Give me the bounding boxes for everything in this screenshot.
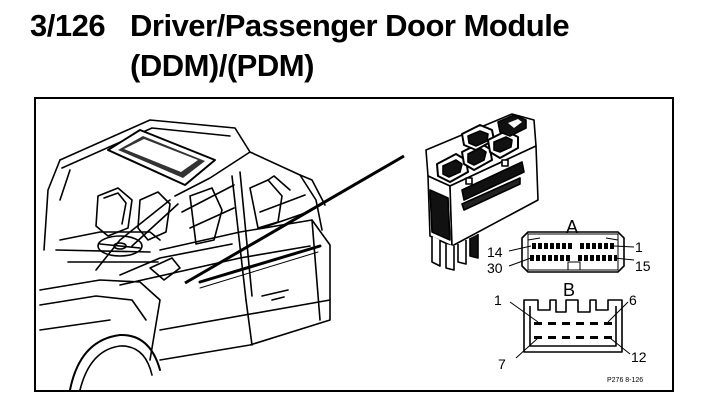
page-title-line1: Driver/Passenger Door Module xyxy=(130,8,570,43)
connector-b xyxy=(509,299,631,359)
connector-a-pin-1: 1 xyxy=(635,239,643,255)
callout-leader-line xyxy=(184,154,405,285)
connector-a-pin-14: 14 xyxy=(487,244,503,260)
connector-b-pin-12: 12 xyxy=(631,349,647,365)
connector-b-pin-7: 7 xyxy=(498,356,506,372)
figure-code: P276 8-126 xyxy=(607,377,643,384)
connector-b-pin-6: 6 xyxy=(629,292,637,308)
section-number: 3/126 xyxy=(30,8,106,43)
car-illustration xyxy=(39,119,331,390)
connector-a xyxy=(508,231,635,273)
door-module-device xyxy=(425,113,539,271)
connector-a-label: A xyxy=(566,217,578,237)
connector-a-pin-15: 15 xyxy=(635,258,651,274)
connector-a-pin-30: 30 xyxy=(487,260,503,276)
connector-b-label: B xyxy=(563,280,575,300)
page-title-line2: (DDM)/(PDM) xyxy=(130,48,314,83)
connector-b-pin-1: 1 xyxy=(494,292,502,308)
